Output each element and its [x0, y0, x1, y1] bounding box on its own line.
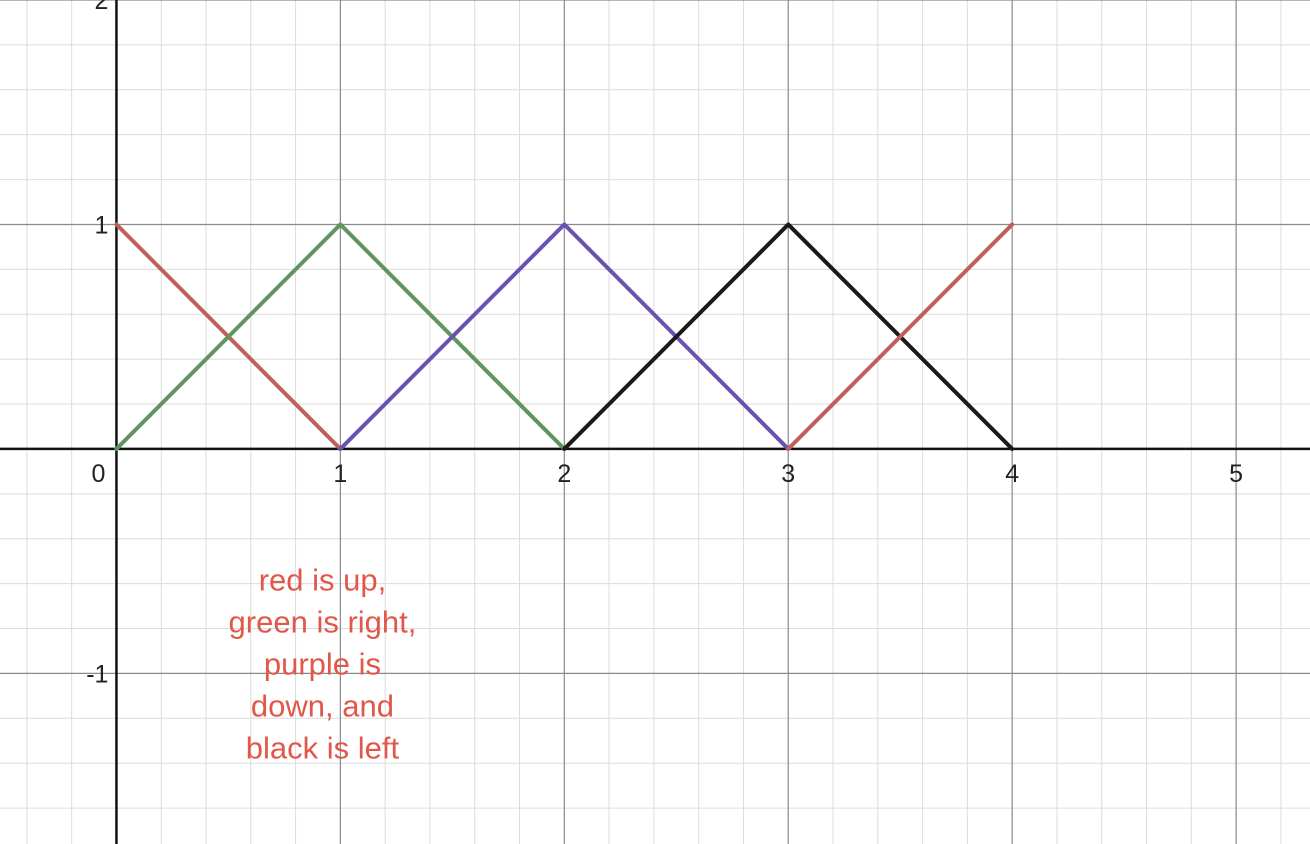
x-tick-label: 2	[557, 460, 571, 488]
annotation-line: red is up,	[259, 562, 387, 597]
y-tick-label: 2	[95, 0, 109, 15]
series-layer	[114, 222, 1015, 451]
annotation-text: red is up, green is right, purple is down, …	[229, 562, 417, 765]
x-tick-label: 4	[1005, 460, 1019, 488]
y-tick-label: -1	[86, 660, 108, 688]
annotation-line: down, and	[251, 688, 394, 723]
series-line-2	[114, 222, 567, 451]
x-tick-label: 0	[91, 460, 105, 488]
y-tick-label: 1	[95, 211, 109, 239]
series-line-3	[338, 222, 791, 451]
tick-labels: 0 1 2 3 4 5 -1 1 2	[86, 0, 1243, 688]
x-tick-label: 1	[333, 460, 347, 488]
series-line-4	[562, 222, 1015, 451]
annotation-line: green is right,	[229, 604, 417, 639]
series-line-5	[786, 222, 1015, 451]
annotation-line: black is left	[246, 730, 400, 765]
x-tick-label: 5	[1229, 460, 1243, 488]
x-tick-label: 3	[781, 460, 795, 488]
annotation-line: purple is	[264, 646, 381, 681]
